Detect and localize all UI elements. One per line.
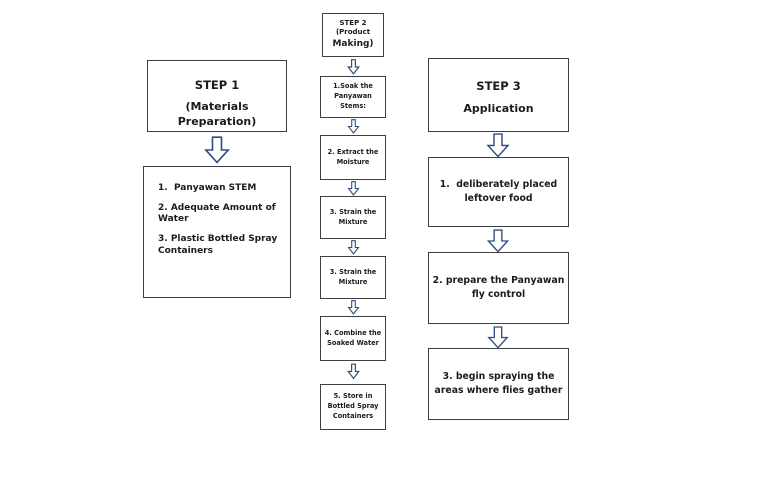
down-arrow-icon bbox=[486, 133, 510, 158]
step2-subtitle-line1: (Product bbox=[335, 28, 371, 37]
down-arrow-icon bbox=[347, 240, 360, 255]
step1-title: STEP 1 bbox=[194, 78, 240, 92]
step2-subtitle-line2: Making) bbox=[332, 38, 374, 49]
step2-header-box: STEP 2 (Product Making) bbox=[322, 13, 384, 57]
step3-title: STEP 3 bbox=[476, 79, 521, 93]
down-arrow-icon bbox=[347, 300, 360, 315]
step3-subtitle: Application bbox=[463, 102, 534, 115]
step3-header-box: STEP 3 Application bbox=[428, 58, 569, 132]
down-arrow-icon bbox=[347, 363, 360, 380]
down-arrow-icon bbox=[486, 229, 510, 253]
down-arrow-icon bbox=[487, 326, 509, 349]
down-arrow-icon bbox=[347, 59, 360, 75]
down-arrow-icon bbox=[204, 136, 230, 164]
down-arrow-icon bbox=[347, 181, 360, 196]
materials-item: 1. Panyawan STEM bbox=[158, 183, 257, 193]
down-arrow-icon bbox=[347, 119, 360, 134]
step2-title: STEP 2 bbox=[339, 19, 367, 27]
